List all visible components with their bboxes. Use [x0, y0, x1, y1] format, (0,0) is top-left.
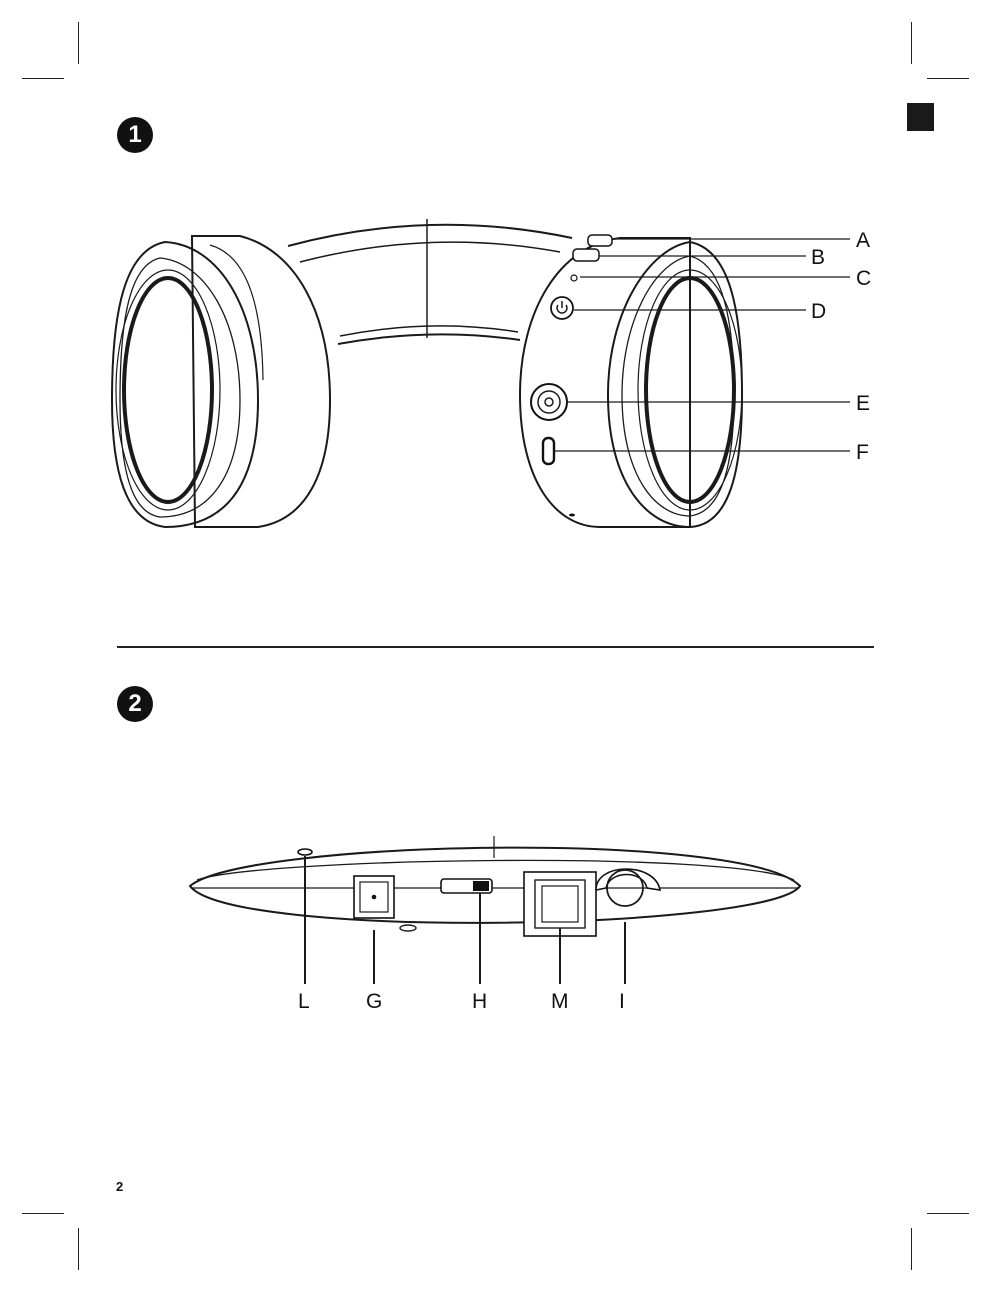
step-badge-2: 2 — [117, 686, 153, 722]
base-station-body — [190, 836, 800, 936]
crop-mark-top-left-vertical — [78, 22, 79, 64]
analog-audio-input — [596, 869, 660, 890]
base-station-diagram: L G H M I — [0, 820, 989, 1020]
section-marker-square — [907, 103, 934, 131]
right-earcup — [520, 235, 742, 527]
label-a: A — [856, 229, 870, 252]
charging-port — [543, 438, 554, 464]
audio-jack — [531, 384, 567, 420]
label-m: M — [551, 990, 569, 1013]
label-g: G — [366, 990, 382, 1013]
crop-mark-top-right-vertical — [911, 22, 912, 64]
reset-hole — [298, 849, 312, 855]
label-b: B — [811, 246, 825, 269]
label-e: E — [856, 392, 870, 415]
volume-up-button — [588, 235, 612, 246]
label-l: L — [298, 990, 310, 1013]
crop-mark-bottom-right-horizontal — [927, 1213, 969, 1214]
section-divider — [117, 646, 874, 648]
page-number: 2 — [116, 1179, 123, 1194]
crop-mark-bottom-left-vertical — [78, 1228, 79, 1270]
label-i: I — [619, 990, 625, 1013]
headphones-diagram: A B C D E F — [0, 200, 989, 540]
step-badge-1: 1 — [117, 117, 153, 153]
left-earcup — [112, 236, 330, 527]
label-f: F — [856, 441, 869, 464]
label-h: H — [472, 990, 487, 1013]
label-d: D — [811, 300, 826, 323]
volume-down-button — [573, 249, 599, 261]
status-led — [571, 275, 577, 281]
crop-mark-bottom-left-horizontal — [22, 1213, 64, 1214]
label-c: C — [856, 267, 871, 290]
crop-mark-bottom-right-vertical — [911, 1228, 912, 1270]
callout-lines — [555, 239, 850, 451]
microphone-hole — [569, 514, 575, 517]
crop-mark-top-left-horizontal — [22, 78, 64, 79]
crop-mark-top-right-horizontal — [927, 78, 969, 79]
